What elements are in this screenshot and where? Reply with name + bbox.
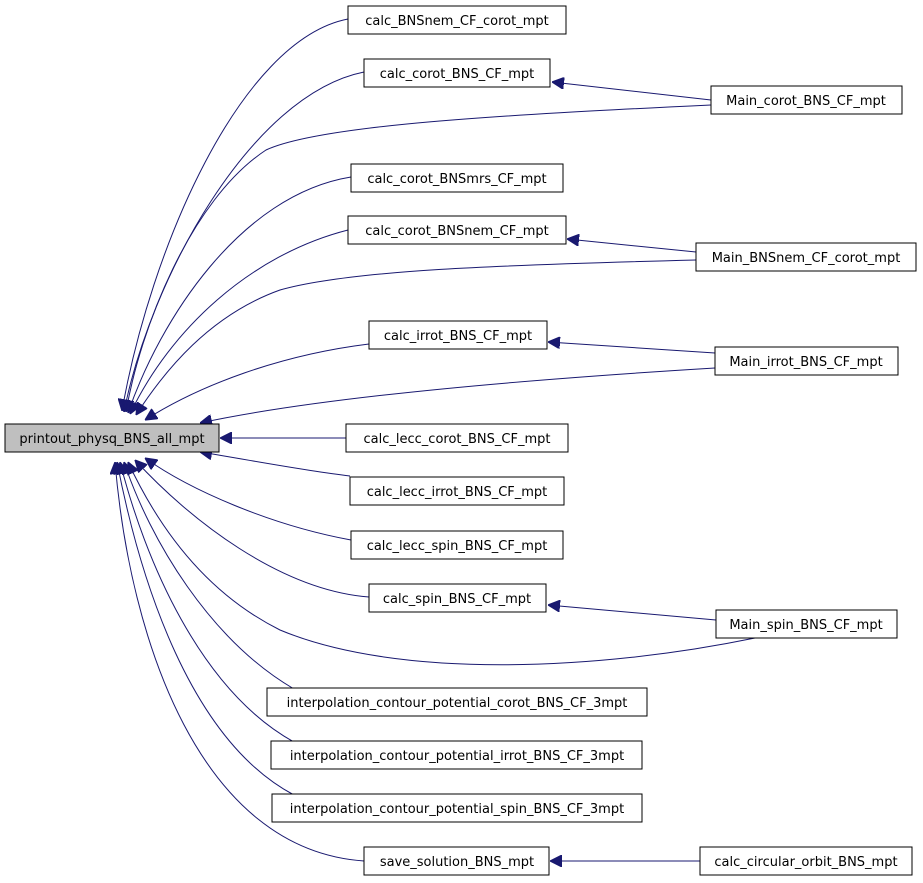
node-label: Main_spin_BNS_CF_mpt: [729, 618, 882, 633]
node-calc_irrot_BNS_CF_mpt[interactable]: calc_irrot_BNS_CF_mpt: [368, 320, 548, 350]
edges: [115, 18, 756, 862]
node-interpolation_contour_potential_spin_BNS_CF_3mpt[interactable]: interpolation_contour_potential_spin_BNS…: [271, 793, 643, 823]
node-label: calc_lecc_spin_BNS_CF_mpt: [367, 539, 548, 554]
node-calc_lecc_corot_BNS_CF_mpt[interactable]: calc_lecc_corot_BNS_CF_mpt: [345, 423, 569, 453]
node-Main_irrot_BNS_CF_mpt[interactable]: Main_irrot_BNS_CF_mpt: [714, 346, 899, 376]
node-calc_lecc_irrot_BNS_CF_mpt[interactable]: calc_lecc_irrot_BNS_CF_mpt: [349, 476, 565, 506]
node-label: calc_corot_BNS_CF_mpt: [380, 67, 535, 82]
edge-n5-root: [130, 229, 349, 414]
node-Main_corot_BNS_CF_mpt[interactable]: Main_corot_BNS_CF_mpt: [710, 85, 903, 115]
node-calc_corot_BNSmrs_CF_mpt[interactable]: calc_corot_BNSmrs_CF_mpt: [350, 163, 564, 193]
node-calc_BNSnem_CF_corot_mpt[interactable]: calc_BNSnem_CF_corot_mpt: [347, 5, 567, 35]
node-label: printout_physq_BNS_all_mpt: [19, 432, 204, 447]
edge-n14-root: [124, 462, 295, 690]
node-label: interpolation_contour_potential_spin_BNS…: [290, 802, 624, 817]
edge-n7-root: [145, 343, 370, 420]
node-label: calc_lecc_irrot_BNS_CF_mpt: [367, 485, 548, 500]
edge-n8-root: [200, 367, 716, 423]
node-label: Main_BNSnem_CF_corot_mpt: [712, 251, 901, 266]
edge-n13-root: [128, 462, 756, 666]
node-calc_lecc_spin_BNS_CF_mpt[interactable]: calc_lecc_spin_BNS_CF_mpt: [350, 530, 564, 560]
node-label: calc_circular_orbit_BNS_mpt: [714, 855, 897, 870]
edge-n3-root: [126, 104, 712, 412]
edge-n15-root: [120, 462, 295, 743]
node-label: calc_corot_BNSnem_CF_mpt: [365, 224, 548, 239]
edge-n10-root: [200, 452, 351, 477]
node-label: interpolation_contour_potential_corot_BN…: [287, 696, 628, 711]
edge-n17-root: [115, 462, 365, 862]
node-label: calc_spin_BNS_CF_mpt: [383, 592, 531, 607]
node-label: calc_BNSnem_CF_corot_mpt: [365, 14, 548, 29]
node-Main_BNSnem_CF_corot_mpt[interactable]: Main_BNSnem_CF_corot_mpt: [695, 242, 917, 272]
edge-n8-n7: [548, 342, 716, 354]
node-label: calc_corot_BNSmrs_CF_mpt: [367, 172, 546, 187]
edge-n16-root: [117, 462, 295, 796]
node-label: Main_corot_BNS_CF_mpt: [726, 94, 886, 109]
node-interpolation_contour_potential_corot_BNS_CF_3mpt[interactable]: interpolation_contour_potential_corot_BN…: [266, 687, 648, 717]
edge-n12-root: [135, 460, 370, 598]
node-label: interpolation_contour_potential_irrot_BN…: [290, 749, 624, 764]
edge-n13-n12: [548, 605, 717, 621]
edge-n3-n2: [552, 82, 712, 101]
node-label: save_solution_BNS_mpt: [380, 855, 534, 870]
edge-n6-n5: [567, 239, 697, 253]
node-save_solution_BNS_mpt[interactable]: save_solution_BNS_mpt: [363, 846, 550, 876]
node-label: Main_irrot_BNS_CF_mpt: [729, 355, 882, 370]
node-label: calc_irrot_BNS_CF_mpt: [384, 329, 532, 344]
node-root[interactable]: printout_physq_BNS_all_mpt: [4, 423, 220, 453]
edge-n6-root: [136, 259, 697, 415]
node-interpolation_contour_potential_irrot_BNS_CF_3mpt[interactable]: interpolation_contour_potential_irrot_BN…: [270, 740, 643, 770]
edge-n4-root: [128, 176, 352, 413]
node-Main_spin_BNS_CF_mpt[interactable]: Main_spin_BNS_CF_mpt: [715, 609, 898, 639]
node-calc_corot_BNS_CF_mpt[interactable]: calc_corot_BNS_CF_mpt: [363, 58, 551, 88]
node-calc_spin_BNS_CF_mpt[interactable]: calc_spin_BNS_CF_mpt: [368, 583, 547, 613]
edge-n2-root: [124, 71, 365, 412]
edge-n11-root: [145, 458, 352, 541]
node-calc_circular_orbit_BNS_mpt[interactable]: calc_circular_orbit_BNS_mpt: [699, 846, 913, 876]
node-calc_corot_BNSnem_CF_mpt[interactable]: calc_corot_BNSnem_CF_mpt: [347, 215, 567, 245]
edge-n1-root: [122, 18, 349, 411]
node-label: calc_lecc_corot_BNS_CF_mpt: [364, 432, 551, 447]
